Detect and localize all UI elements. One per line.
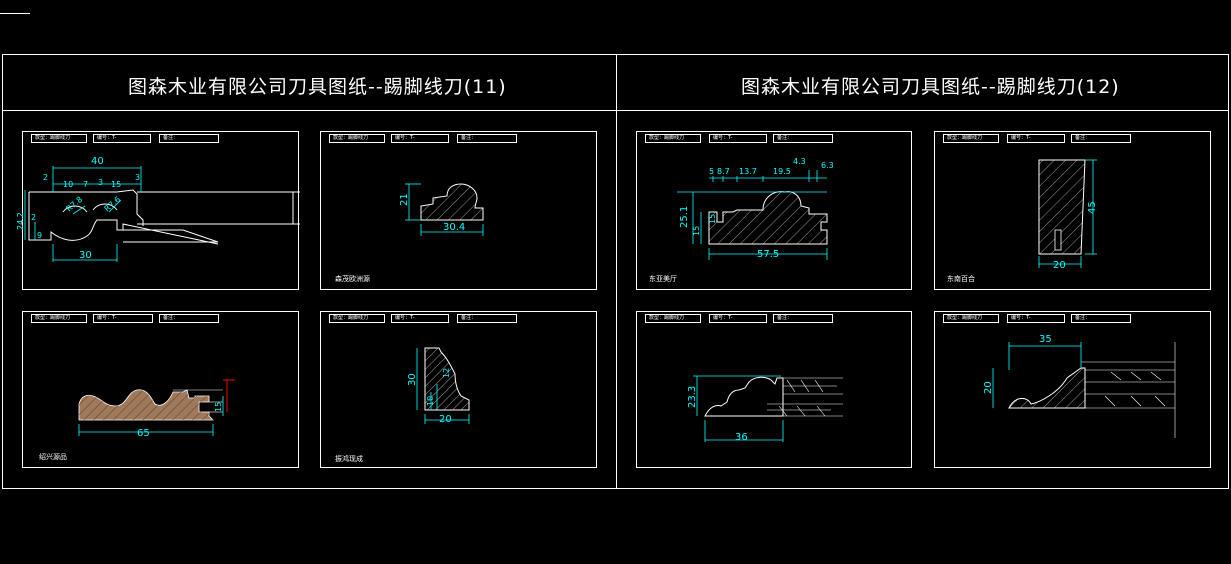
panel-code-box: 编号：T-: [391, 134, 449, 143]
drawing-panel-8: 款型：踢脚线刀 编号：T- 备注： 35 20: [934, 311, 1211, 468]
profile-drawing-4: 30 20 12 10: [407, 347, 470, 425]
drawing-panel-3: 款型：踢脚线刀 编号：T- 备注： 65 15 绍兴源品: [22, 311, 299, 468]
drawing-panel-6: 款型：踢脚线刀 编号：T- 备注： 45 20 东南百合: [934, 131, 1211, 290]
profile-drawing-5: 5 8.7 13.7 19.5 4.3 6.3 25.1 15 15 57.5: [677, 157, 834, 260]
dim-575: 57.5: [757, 249, 779, 260]
dim-9: 9: [37, 231, 42, 240]
profile-drawing-8: 35 20: [983, 334, 1176, 438]
dim-87: 8.7: [717, 167, 730, 176]
panel-note-box: 备注：: [457, 314, 517, 323]
dim-63: 6.3: [821, 161, 834, 170]
panel-type-box: 款型：踢脚线刀: [329, 314, 385, 323]
panel-note-box: 备注：: [1071, 134, 1131, 143]
panel-code-box: 编号：T-: [709, 134, 767, 143]
dim-195: 19.5: [773, 167, 791, 176]
dim-10: 10: [63, 180, 73, 189]
frame-divider: [616, 54, 617, 489]
panel-note-box: 备注：: [159, 314, 219, 323]
panel-label: 森茂欧洲源: [335, 275, 370, 283]
dim-15a: 15: [692, 226, 701, 236]
panel-label: 绍兴源品: [39, 453, 67, 461]
profile-drawing-2: 21 30.4: [399, 183, 484, 236]
dim-45: 45: [1087, 201, 1098, 214]
dim-40: 40: [91, 156, 104, 167]
dim-242: 24.2: [16, 212, 25, 230]
panel-type-box: 款型：踢脚线刀: [645, 314, 701, 323]
panel-code-box: 编号：T-: [1007, 134, 1065, 143]
drawing-frame: [2, 54, 1229, 489]
panel-code-box: 编号：T-: [709, 314, 767, 323]
dim-5: 5: [709, 167, 714, 176]
drawing-panel-2: 款型：踢脚线刀 编号：T- 备注： 21 30.4 森茂欧洲源: [320, 131, 597, 290]
panel-note-box: 备注：: [1071, 314, 1131, 323]
panel-type-box: 款型：踢脚线刀: [31, 134, 87, 143]
panel-code-box: 编号：T-: [391, 314, 449, 323]
panel-label: 东南百合: [947, 275, 975, 283]
dim-304: 30.4: [443, 222, 465, 233]
panel-label: 东亚美厅: [649, 275, 677, 283]
panel-label: 振鸿现成: [335, 455, 363, 463]
sheet-title-right: 图森木业有限公司刀具图纸--踢脚线刀(12): [741, 76, 1120, 98]
dim-15: 15: [214, 402, 223, 412]
drawing-panel-1: 款型：踢脚线刀 编号：T- 备注： 40 2 10 7 3 15 3 R7.8 …: [16, 131, 300, 290]
drawing-panel-7: 款型：踢脚线刀 编号：T- 备注： 23.3 36: [636, 311, 912, 468]
corner-tick: [0, 13, 30, 14]
profile-drawing-3: 65 15: [78, 379, 235, 439]
dim-43: 4.3: [793, 157, 806, 166]
dim-20: 20: [983, 381, 994, 394]
sheet-title-left: 图森木业有限公司刀具图纸--踢脚线刀(11): [128, 76, 507, 98]
panel-code-box: 编号：T-: [1007, 314, 1065, 323]
panel-code-box: 编号：T-: [93, 134, 151, 143]
title-divider: [2, 110, 1229, 111]
dim-20: 20: [439, 414, 452, 425]
dim-21: 21: [399, 193, 410, 206]
dim-36: 36: [735, 432, 748, 443]
panel-note-box: 备注：: [773, 314, 833, 323]
dim-3a: 3: [98, 178, 103, 187]
dim-137: 13.7: [739, 167, 757, 176]
panel-note-box: 备注：: [159, 134, 219, 143]
dim-35: 35: [1039, 334, 1052, 345]
dim-r76: R7.6: [103, 195, 123, 214]
panel-type-box: 款型：踢脚线刀: [943, 134, 999, 143]
profile-drawing-7: 23.3 36: [687, 375, 843, 443]
panel-type-box: 款型：踢脚线刀: [943, 314, 999, 323]
panel-note-box: 备注：: [457, 134, 517, 143]
dim-2b: 2: [31, 213, 36, 222]
drawing-panel-4: 款型：踢脚线刀 编号：T- 备注： 30 20 12 10 振鸿现成: [320, 311, 597, 468]
dim-20: 20: [1053, 260, 1066, 271]
dim-r78: R7.8: [65, 195, 85, 214]
drawing-panel-5: 款型：踢脚线刀 编号：T- 备注： 5 8.7 13.7 19.5 4.3 6.…: [636, 131, 912, 290]
profile-drawing-6: 45 20: [1038, 159, 1098, 271]
panel-note-box: 备注：: [773, 134, 833, 143]
dim-10: 10: [426, 396, 435, 406]
dim-233: 23.3: [687, 386, 698, 408]
dim-3b: 3: [135, 173, 140, 182]
dim-7: 7: [83, 180, 88, 189]
dim-15: 15: [111, 180, 121, 189]
profile-drawing-1: 40 2 10 7 3 15 3 R7.8 R7.6 24.2 2 9 30: [16, 156, 300, 262]
dim-65: 65: [137, 428, 150, 439]
panel-code-box: 编号：T-: [93, 314, 153, 323]
dim-12: 12: [442, 368, 451, 378]
dim-251: 25.1: [679, 206, 690, 228]
dim-2a: 2: [43, 173, 48, 182]
dim-15b: 15: [708, 214, 717, 224]
dim-30: 30: [407, 373, 418, 386]
panel-type-box: 款型：踢脚线刀: [31, 314, 87, 323]
panel-type-box: 款型：踢脚线刀: [329, 134, 385, 143]
panel-type-box: 款型：踢脚线刀: [645, 134, 701, 143]
dim-30: 30: [79, 250, 92, 261]
